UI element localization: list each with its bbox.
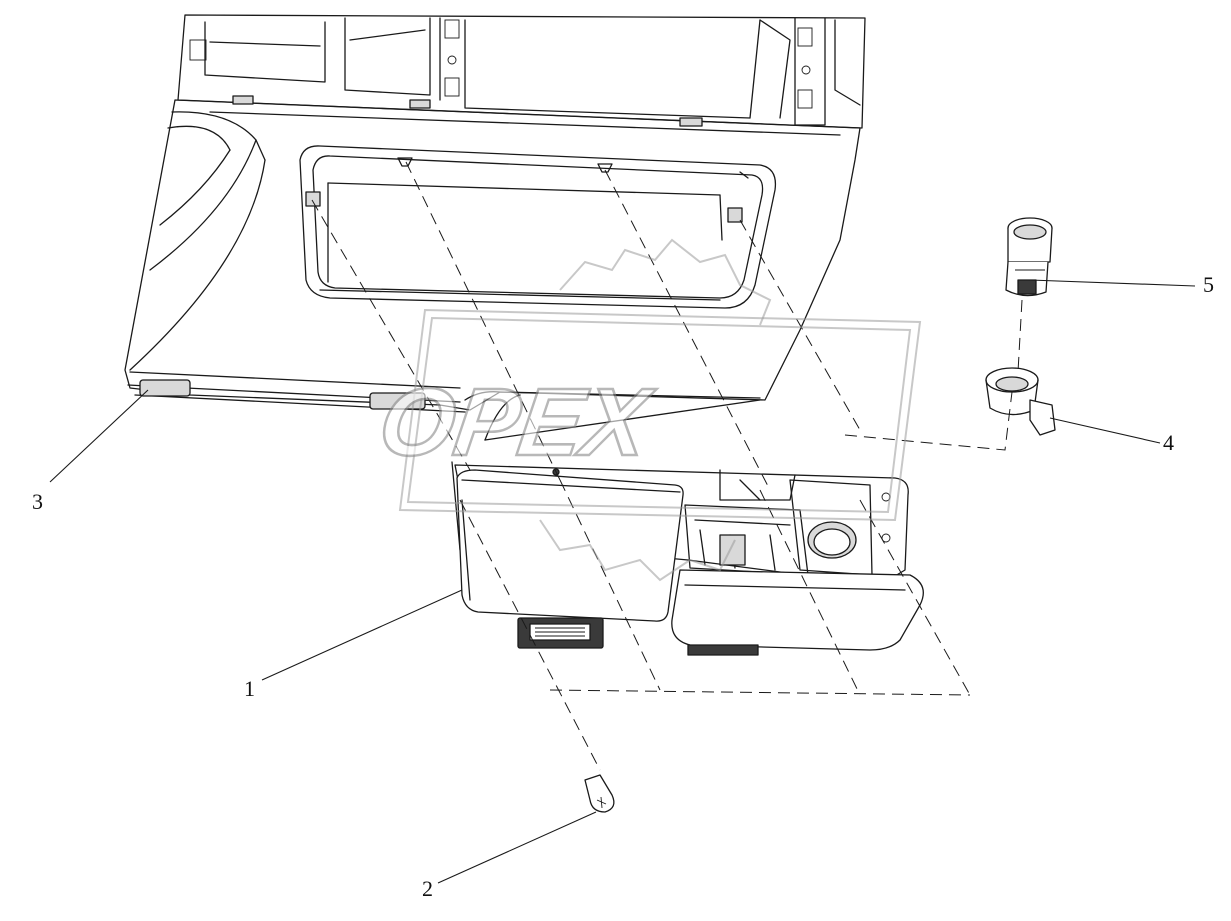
leader-2 <box>437 811 597 884</box>
gear-icon <box>559 238 772 326</box>
part-1-glovebox-assembly <box>451 461 924 656</box>
part-5-cigarette-lighter <box>1005 217 1053 297</box>
callout-label-4: 4 <box>1163 430 1174 455</box>
leader-5 <box>1029 279 1196 287</box>
part-3-dashboard-panel <box>124 14 866 441</box>
callout-label-2: 2 <box>422 876 433 901</box>
callouts: 1 2 3 4 5 <box>32 272 1214 901</box>
watermark: OPEX <box>372 238 922 582</box>
callout-label-5: 5 <box>1203 272 1214 297</box>
part-2-screw <box>584 774 615 813</box>
leader-3 <box>49 389 149 483</box>
leader-4 <box>1049 417 1161 444</box>
leader-lines <box>49 279 1196 884</box>
assembly-lines <box>311 161 1023 771</box>
callout-label-1: 1 <box>244 676 255 701</box>
watermark-text: OPEX <box>373 369 660 475</box>
part-4-lighter-socket <box>985 367 1056 436</box>
callout-label-3: 3 <box>32 489 43 514</box>
leader-1 <box>261 589 463 681</box>
